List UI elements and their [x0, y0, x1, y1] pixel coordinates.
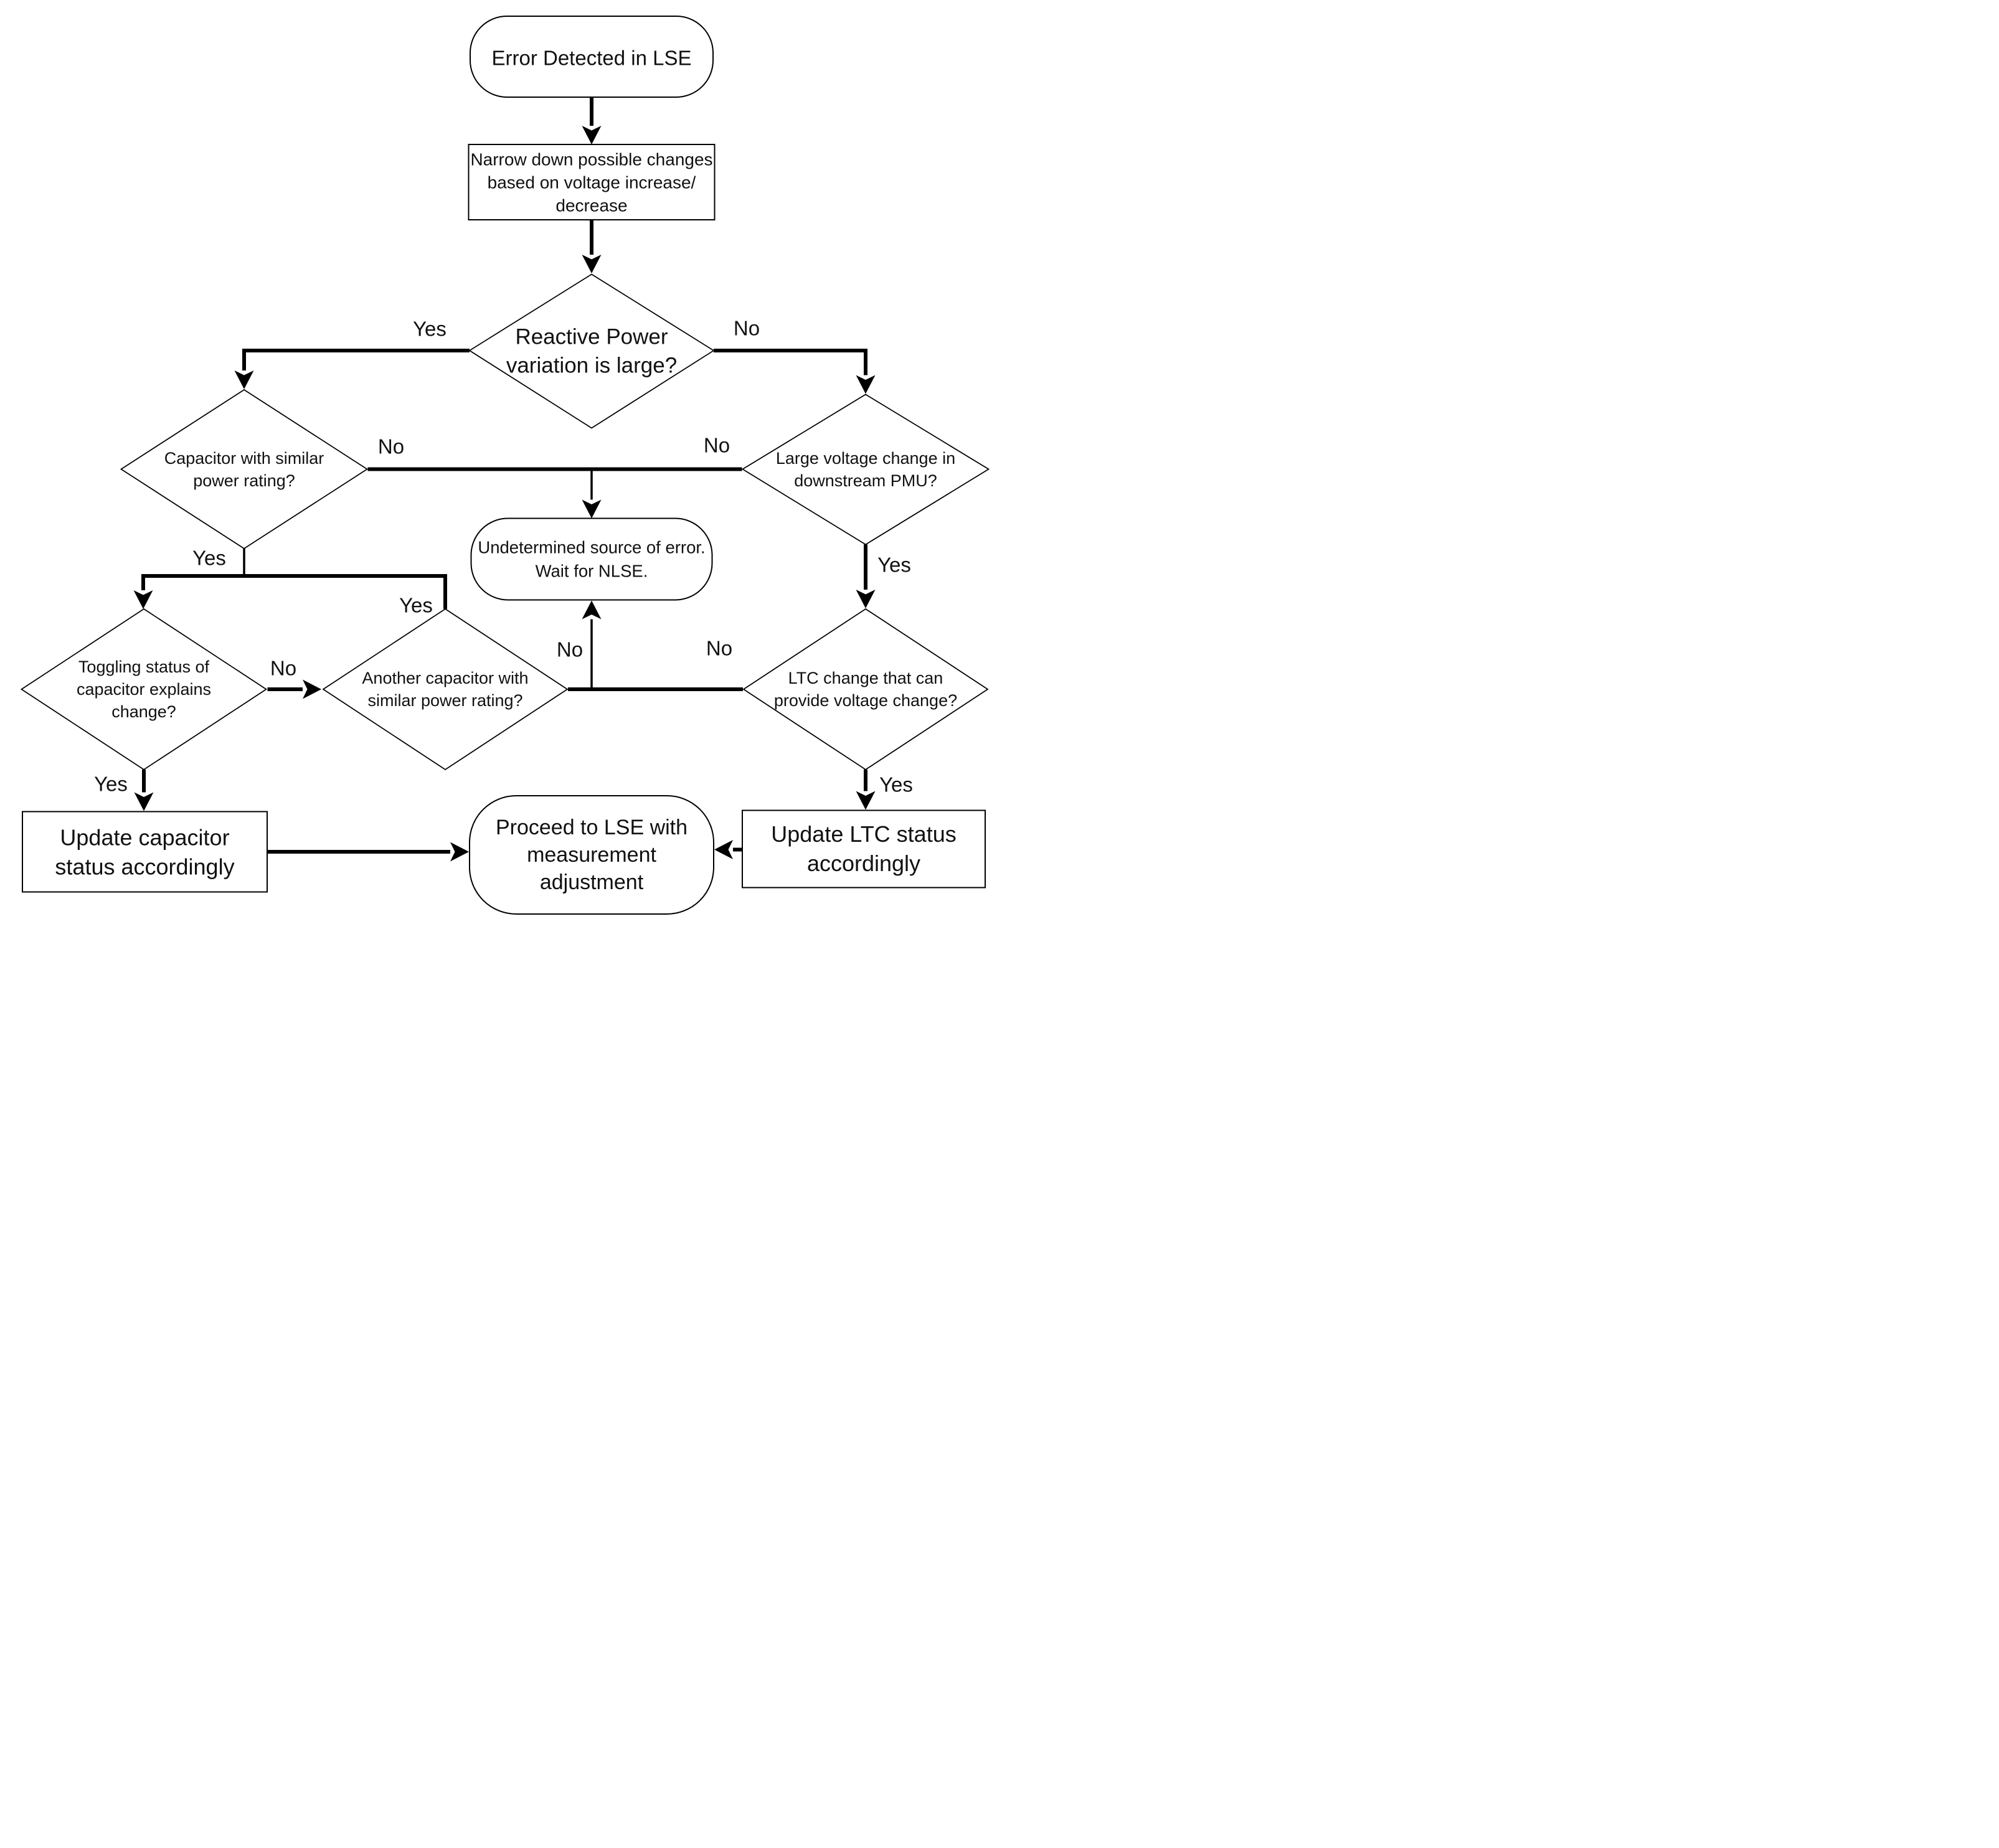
proceed-label-line3: adjustment [540, 870, 644, 894]
node-update-capacitor-process [22, 811, 268, 893]
narrow-label-line3: decrease [555, 196, 627, 215]
label-ltc-yes: Yes [879, 773, 913, 796]
node-large-voltage-decision [741, 394, 990, 545]
node-labels: Error Detected in LSE Narrow down possib… [55, 47, 957, 895]
node-ltc-change-decision [742, 608, 989, 771]
toggling-label-line1: Toggling status of [78, 658, 210, 676]
update-capacitor-label-line1: Update capacitor [60, 825, 229, 851]
undetermined-label-line1: Undetermined source of error. [478, 538, 705, 557]
edge-reactive-no-to-large-voltage [714, 349, 876, 394]
edge-reactive-yes-to-capacitor [234, 349, 470, 389]
large-voltage-label-line1: Large voltage change in [776, 449, 955, 468]
label-another-yes: Yes [399, 594, 433, 617]
node-capacitor-similar-decision [120, 389, 369, 550]
node-undetermined-terminal [470, 517, 713, 601]
ltc-label-line1: LTC change that can [788, 669, 943, 687]
node-update-ltc-process [742, 809, 986, 889]
another-label-line2: similar power rating? [367, 691, 522, 710]
node-narrow-down-process [468, 144, 716, 220]
large-voltage-label-line2: downstream PMU? [794, 471, 937, 490]
label-ltc-no: No [706, 637, 732, 660]
node-toggling-status-decision [20, 608, 268, 771]
label-another-no: No [557, 638, 583, 661]
toggling-label-line3: change? [111, 702, 176, 721]
lse-error-flowchart: Error Detected in LSE Narrow down possib… [20, 16, 990, 915]
undetermined-label-line2: Wait for NLSE. [536, 562, 648, 581]
label-capacitor-no: No [378, 435, 404, 458]
node-reactive-power-decision [468, 273, 715, 429]
label-large-voltage-yes: Yes [877, 554, 911, 577]
another-label-line1: Another capacitor with [362, 669, 528, 687]
edges [133, 97, 876, 862]
label-toggling-no: No [270, 657, 296, 680]
update-ltc-label-line2: accordingly [807, 851, 920, 876]
ltc-label-line2: provide voltage change? [774, 691, 957, 710]
proceed-label-line2: measurement [527, 843, 656, 867]
narrow-label-line2: based on voltage increase/ [488, 173, 696, 192]
node-proceed-terminal [469, 795, 714, 915]
update-ltc-label-line1: Update LTC status [771, 821, 956, 847]
label-toggling-yes: Yes [94, 773, 128, 796]
capacitor-label-line2: power rating? [193, 471, 295, 490]
label-reactive-no: No [734, 317, 760, 340]
narrow-label-line1: Narrow down possible changes [470, 150, 712, 169]
node-another-capacitor-decision [322, 608, 569, 771]
label-large-voltage-no: No [704, 434, 730, 457]
label-capacitor-yes: Yes [192, 547, 226, 570]
flowchart-canvas: Error Detected in LSE Narrow down possib… [0, 0, 1000, 924]
label-reactive-yes: Yes [413, 318, 447, 341]
proceed-label-line1: Proceed to LSE with [496, 816, 688, 839]
nodes [20, 16, 990, 915]
toggling-label-line2: capacitor explains [77, 680, 211, 699]
start-label: Error Detected in LSE [492, 47, 692, 70]
reactive-label-line2: variation is large? [506, 354, 677, 378]
reactive-label-line1: Reactive Power [515, 325, 668, 349]
capacitor-label-line1: Capacitor with similar [164, 449, 324, 468]
edge-labels: Yes No No No Yes Yes No No No Yes Yes Ye… [94, 317, 913, 796]
edge-yes-loop-to-toggling [133, 574, 447, 609]
update-capacitor-label-line2: status accordingly [55, 854, 234, 880]
node-start-terminal [470, 16, 714, 98]
